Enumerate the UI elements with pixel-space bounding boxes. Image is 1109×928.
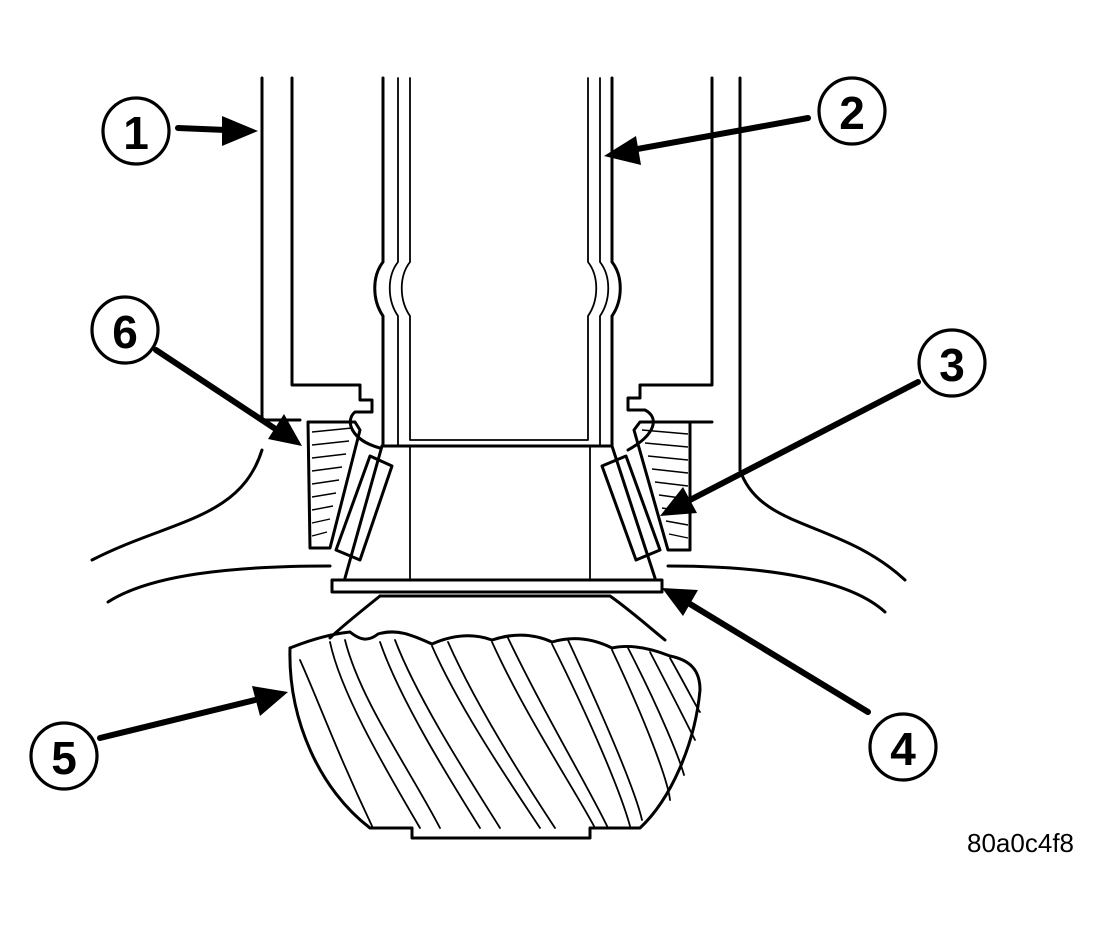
- callout-2-label: 2: [839, 87, 865, 139]
- arrow-3: [660, 379, 921, 516]
- callout-2: 2: [817, 76, 887, 146]
- arrow-2: [604, 115, 811, 165]
- callout-1-label: 1: [123, 107, 149, 159]
- callout-4: 4: [868, 712, 938, 782]
- bearing-roller-left: [334, 454, 394, 562]
- callout-6: 6: [90, 295, 160, 365]
- callout-1: 1: [101, 96, 171, 166]
- arrow-4: [662, 588, 871, 715]
- arrow-1: [175, 116, 258, 146]
- arrow-5: [97, 686, 288, 741]
- callout-3: 3: [917, 328, 987, 398]
- bearing-cup-left: [306, 420, 362, 550]
- callout-3-label: 3: [939, 339, 965, 391]
- pinion-gear: [288, 594, 702, 840]
- bearing-roller-right: [600, 454, 662, 562]
- callout-4-label: 4: [890, 723, 916, 775]
- callout-6-label: 6: [112, 306, 138, 358]
- callout-5-label: 5: [51, 732, 77, 784]
- callout-5: 5: [29, 721, 99, 791]
- pinion-shaft: [343, 76, 657, 580]
- housing: [90, 76, 907, 614]
- arrow-6: [153, 347, 302, 446]
- shim: [330, 578, 664, 594]
- figure-code: 80a0c4f8: [967, 828, 1074, 858]
